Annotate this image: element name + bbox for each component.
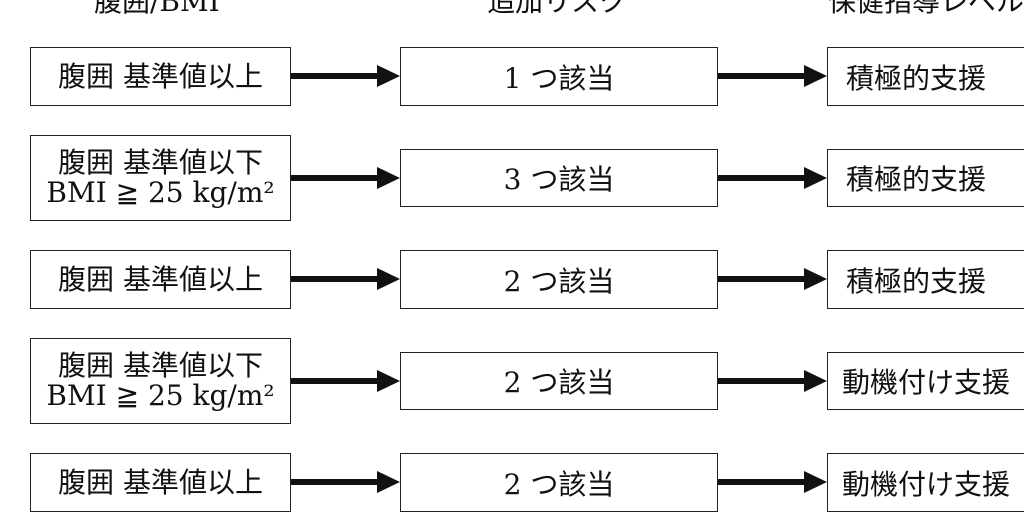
arrow-to-risk [291, 369, 400, 393]
arrow-to-risk [291, 166, 400, 190]
arrow-to-risk [291, 267, 400, 291]
level-box: 積極的支援 [827, 47, 1024, 106]
header-additional-risk: 追加リスク [487, 0, 628, 18]
arrow-to-risk [291, 64, 400, 88]
condition-box: 腹囲 基準値以上 [30, 47, 291, 106]
condition-line-1: 腹囲 基準値以上 [58, 59, 263, 93]
condition-box: 腹囲 基準値以下 BMI ≧ 25 kg/m² [30, 338, 291, 424]
risk-box: 2 つ該当 [400, 250, 718, 309]
flow-row-2: 腹囲 基準値以下 BMI ≧ 25 kg/m² 3 つ該当 積極的支援 [0, 135, 1024, 221]
condition-box: 腹囲 基準値以上 [30, 250, 291, 309]
risk-box: 2 つ該当 [400, 453, 718, 512]
header-guidance-level: 保健指導レベル [828, 0, 1024, 18]
level-box: 動機付け支援 [827, 352, 1024, 410]
header-waist-bmi: 腹囲/BMI [94, 0, 220, 18]
arrow-to-level [718, 166, 827, 190]
condition-line-1: 腹囲 基準値以下 [58, 349, 263, 382]
level-box: 積極的支援 [827, 250, 1024, 309]
arrow-to-risk [291, 470, 400, 494]
level-box: 積極的支援 [827, 149, 1024, 207]
level-box: 動機付け支援 [827, 453, 1024, 512]
risk-box: 1 つ該当 [400, 47, 718, 106]
condition-line-1: 腹囲 基準値以上 [58, 262, 263, 296]
condition-line-2: BMI ≧ 25 kg/m² [46, 379, 275, 412]
condition-box: 腹囲 基準値以下 BMI ≧ 25 kg/m² [30, 135, 291, 221]
flow-row-1: 腹囲 基準値以上 1 つ該当 積極的支援 [0, 47, 1024, 106]
condition-line-1: 腹囲 基準値以下 [58, 146, 263, 179]
arrow-to-level [718, 470, 827, 494]
risk-box: 2 つ該当 [400, 352, 718, 410]
arrow-to-level [718, 369, 827, 393]
arrow-to-level [718, 267, 827, 291]
flow-row-3: 腹囲 基準値以上 2 つ該当 積極的支援 [0, 250, 1024, 309]
flow-row-4: 腹囲 基準値以下 BMI ≧ 25 kg/m² 2 つ該当 動機付け支援 [0, 338, 1024, 424]
risk-box: 3 つ該当 [400, 149, 718, 207]
condition-line-2: BMI ≧ 25 kg/m² [46, 176, 275, 209]
flow-row-5: 腹囲 基準値以上 2 つ該当 動機付け支援 [0, 453, 1024, 512]
condition-box: 腹囲 基準値以上 [30, 453, 291, 512]
condition-line-1: 腹囲 基準値以上 [58, 465, 263, 499]
arrow-to-level [718, 64, 827, 88]
